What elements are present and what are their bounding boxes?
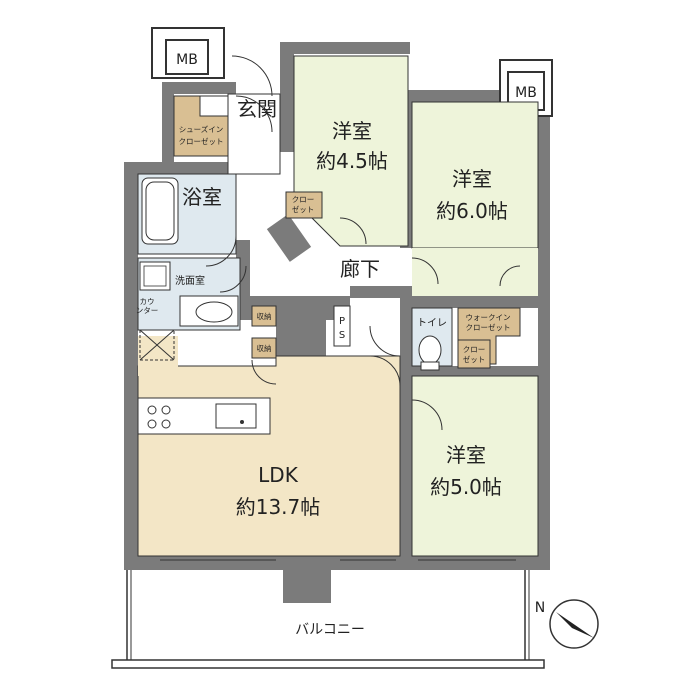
bedroom-4-5-name: 洋室	[332, 119, 372, 143]
storage-2	[251, 337, 277, 359]
mb-right-label: MB	[515, 85, 537, 101]
bedroom-5-0-size: 約5.0帖	[430, 475, 502, 499]
bedroom1-closet-label-1: クロー	[292, 195, 315, 204]
bedroom-4-5-size: 約4.5帖	[316, 149, 388, 173]
toilet-label: トイレ	[417, 318, 447, 329]
wash-basin-icon	[179, 295, 239, 327]
compass-north-label: N	[535, 600, 545, 616]
ps-shaft	[333, 305, 351, 347]
bedroom1-closet	[285, 191, 323, 219]
bathtub-icon	[141, 177, 179, 245]
ldk-name: LDK	[258, 463, 299, 487]
kitchen-sink-icon	[215, 403, 257, 429]
closet-3-label-1: クロー	[463, 345, 486, 354]
ps-label-2: S	[339, 330, 345, 341]
walkin-closet-label-2: クローゼット	[466, 322, 511, 332]
entrance-floor	[227, 93, 281, 175]
washing-machine-icon	[139, 261, 171, 291]
corridor-label: 廊下	[340, 257, 380, 281]
bathroom-label: 浴室	[182, 185, 222, 209]
shoes-closet-label-1: シューズイン	[179, 124, 224, 134]
bedroom-6-0-floor	[411, 101, 539, 249]
water-heater-label-2: ンター	[136, 306, 159, 315]
bedroom-5-0-name: 洋室	[446, 443, 486, 467]
storage-1	[251, 305, 277, 327]
closet-3	[457, 339, 491, 369]
balcony-label: バルコニー	[295, 622, 365, 638]
mb-left-label: MB	[176, 52, 198, 68]
walkin-closet-label-1: ウォークイン	[466, 313, 511, 322]
ldk-floor	[137, 355, 401, 557]
bedroom-5-0-floor	[411, 375, 539, 557]
kitchen-counter	[137, 397, 271, 435]
door-swings	[205, 55, 521, 431]
compass-arrow-icon: N	[535, 599, 599, 649]
stove-icon	[147, 405, 171, 429]
balcony	[111, 553, 545, 669]
ps-label-1: P	[339, 316, 345, 327]
storage-1-label: 収納	[257, 311, 272, 321]
refrigerator-icon	[139, 329, 175, 361]
storage-2-label: 収納	[257, 343, 272, 353]
windows	[160, 555, 516, 561]
shoes-closet-label-2: クローゼット	[179, 136, 224, 146]
mb-left-box: MB	[151, 27, 225, 79]
water-heater-label-1: カウ	[140, 297, 155, 306]
toilet-bowl-icon	[418, 335, 442, 365]
bedroom-6-0-name: 洋室	[452, 167, 492, 191]
ldk-size: 約13.7帖	[236, 495, 321, 519]
genkan-label: 玄関	[237, 97, 277, 121]
bedroom1-closet-label-2: ゼット	[292, 204, 315, 214]
bedroom-6-0-size: 約6.0帖	[436, 199, 508, 223]
closet-3-label-2: ゼット	[463, 354, 486, 364]
washroom-label: 洗面室	[175, 274, 205, 287]
